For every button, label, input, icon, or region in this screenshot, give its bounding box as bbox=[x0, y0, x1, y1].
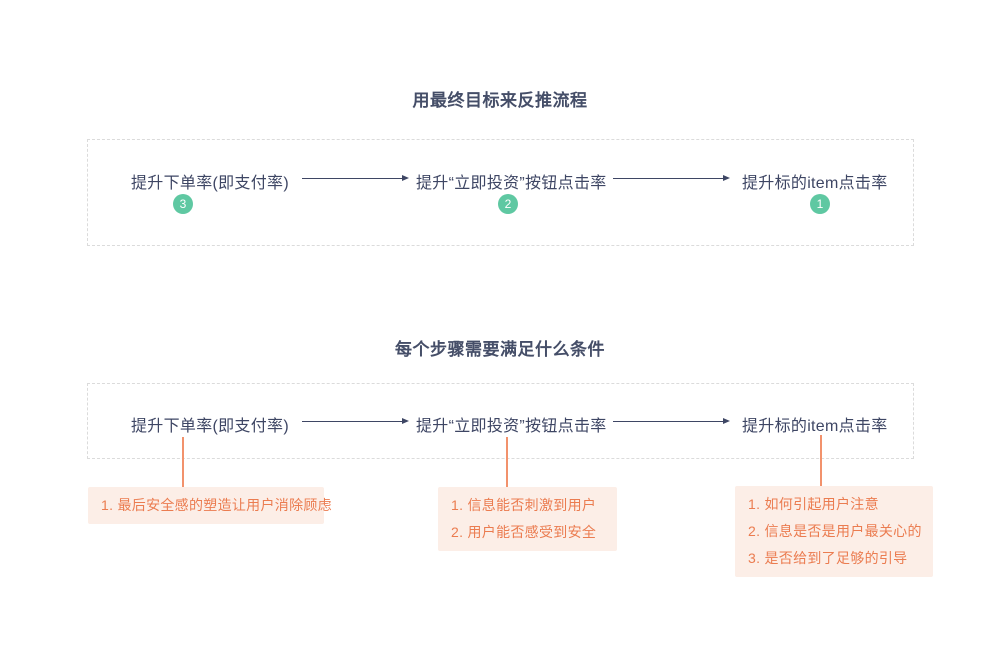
note-item: 1. 信息能否刺激到用户 bbox=[451, 497, 597, 513]
note-connector-line bbox=[506, 437, 508, 487]
flow-group-box-2 bbox=[87, 383, 914, 459]
section-title-conditions: 每个步骤需要满足什么条件 bbox=[395, 340, 605, 359]
note-box-order-rate: 1. 最后安全感的塑造让用户消除顾虑 bbox=[88, 487, 332, 524]
arrow-right-icon bbox=[613, 174, 730, 181]
flow-step-order-rate-2: 提升下单率(即支付率) bbox=[131, 418, 289, 435]
arrow-right-icon bbox=[613, 417, 730, 424]
flow-step-invest-button-2: 提升“立即投资”按钮点击率 bbox=[416, 418, 607, 435]
arrow-right-icon bbox=[302, 417, 409, 424]
step-order-badge-2: 2 bbox=[498, 194, 518, 214]
arrow-right-icon bbox=[302, 174, 409, 181]
note-connector-line bbox=[182, 437, 184, 488]
step-order-badge-3: 3 bbox=[173, 194, 193, 214]
step-order-badge-1: 1 bbox=[810, 194, 830, 214]
flow-step-order-rate: 提升下单率(即支付率) bbox=[131, 175, 289, 192]
flow-group-box-1 bbox=[87, 139, 914, 246]
note-item: 3. 是否给到了足够的引导 bbox=[748, 550, 908, 566]
flow-step-item-click-2: 提升标的item点击率 bbox=[742, 418, 888, 435]
note-item: 1. 如何引起用户注意 bbox=[748, 496, 879, 512]
note-box-invest-button: 1. 信息能否刺激到用户 2. 用户能否感受到安全 bbox=[438, 487, 617, 551]
flow-step-item-click: 提升标的item点击率 bbox=[742, 175, 888, 192]
note-item: 2. 用户能否感受到安全 bbox=[451, 524, 597, 540]
note-item: 1. 最后安全感的塑造让用户消除顾虑 bbox=[101, 497, 332, 513]
note-item: 2. 信息是否是用户最关心的 bbox=[748, 523, 922, 539]
flow-step-invest-button: 提升“立即投资”按钮点击率 bbox=[416, 175, 607, 192]
section-title-goal-flow: 用最终目标来反推流程 bbox=[412, 91, 588, 110]
note-connector-line bbox=[820, 435, 822, 486]
note-box-item-click: 1. 如何引起用户注意 2. 信息是否是用户最关心的 3. 是否给到了足够的引导 bbox=[735, 486, 933, 577]
